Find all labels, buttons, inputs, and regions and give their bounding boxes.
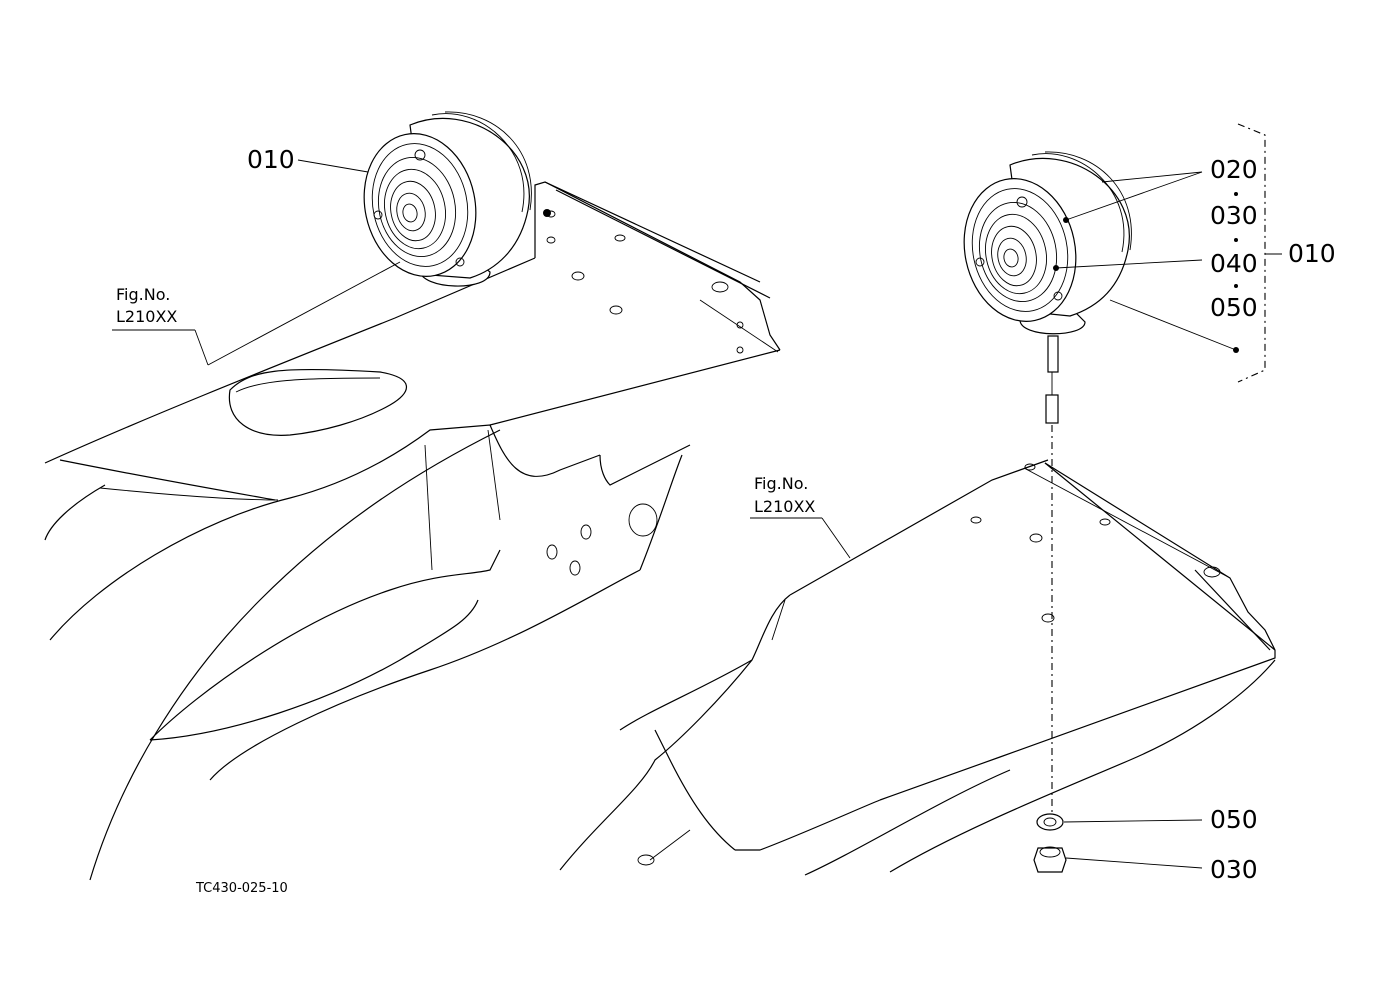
right-callout-030: 030 [1210, 201, 1258, 230]
left-callout-010: 010 [247, 145, 295, 174]
right-callouts: 020 030 040 050 010 050 030 Fig.No. L210… [750, 123, 1336, 884]
right-callout-050: 050 [1210, 293, 1258, 322]
right-fig-number: L210XX [754, 497, 815, 516]
left-work-lamp [363, 111, 551, 287]
left-callouts: 010 Fig.No. L210XX [112, 145, 401, 366]
right-callout-040: 040 [1210, 249, 1258, 278]
right-bracket-callout-010: 010 [1288, 239, 1336, 268]
right-washer-callout-050: 050 [1210, 805, 1258, 834]
left-fig-label: Fig.No. [116, 285, 170, 304]
left-fender-body [44, 181, 781, 881]
left-fig-number: L210XX [116, 307, 177, 326]
right-nut-callout-030: 030 [1210, 855, 1258, 884]
right-fender-body [559, 459, 1276, 876]
right-work-lamp [963, 151, 1132, 873]
right-fig-label: Fig.No. [754, 474, 808, 493]
right-callout-020: 020 [1210, 155, 1258, 184]
drawing-code: TC430-025-10 [195, 881, 288, 896]
